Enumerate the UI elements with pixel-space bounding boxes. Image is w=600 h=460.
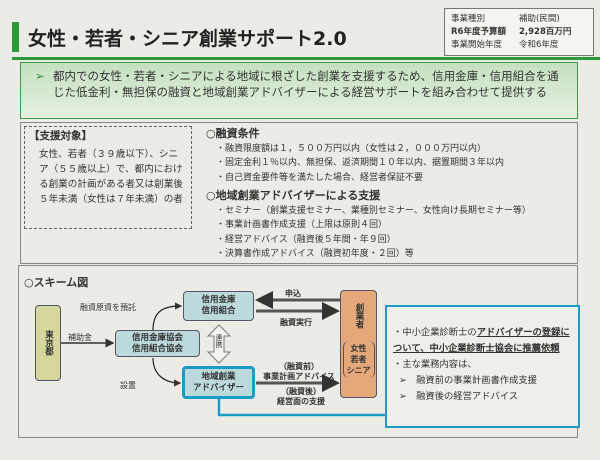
loan-item: ・自己資金要件等を満たした場合、経営者保証不要 [216, 172, 424, 183]
apply-label: 申込 [285, 289, 301, 298]
title-accent-bar [12, 22, 19, 52]
founder-sub-label: 女性 若者 シニア [342, 340, 375, 378]
scheme-heading: ○スキーム図 [24, 276, 89, 289]
before-loan-label: （融資前） 事業計画アドバイス [263, 362, 335, 381]
note-item: 融資前の事業計画書作成支援 [416, 375, 537, 386]
setup-arrow [152, 357, 182, 387]
header-divider [12, 57, 600, 60]
page-title: 女性・若者・シニア創業サポート2.0 [28, 28, 347, 50]
info-value: 補助(民間) [519, 14, 560, 24]
advisor-item: ・セミナー（創業支援セミナー、業種別セミナー、女性向け長期セミナー等） [216, 205, 531, 216]
info-key: 事業開始年度 [451, 40, 503, 50]
subsidy-label: 補助金 [68, 333, 92, 342]
adviser-box: 地域創業 アドバイザー [182, 366, 255, 399]
details-panel: 【支援対象】 女性、若者（３９歳以下）、シニア（５５歳以上）で、都内における創業… [20, 122, 578, 264]
cooperation-label: 連携 [215, 334, 223, 348]
arrow-bullet-icon: ➢ [399, 391, 417, 402]
deposit-label: 融資原資を預託 [80, 303, 136, 312]
note-bold: アドバイザーの登録について、中小企業診断士協会に推薦依頼 [393, 327, 570, 354]
after-loan-label: （融資後） 経営面の支援 [277, 387, 325, 406]
summary-box: ➢ 都内での女性・若者・シニアによる地域に根ざした創業を支援するため、信用金庫・… [20, 62, 578, 119]
arrow-bullet-icon: ➢ [399, 375, 417, 386]
info-key: R6年度予算額 [451, 27, 506, 37]
info-value: 2,928百万円 [519, 27, 572, 37]
loan-exec-label: 融資実行 [280, 318, 312, 327]
target-heading: 【支援対象】 [29, 130, 92, 142]
adviser-link-line [217, 399, 386, 417]
deposit-arrow [152, 302, 183, 331]
note-line2: 主な業務内容は、 [402, 359, 477, 370]
arrow-bullet-icon: ➢ [35, 69, 45, 83]
info-key: 事業種別 [451, 14, 486, 24]
bank-box: 信用金庫 信用組合 [183, 291, 254, 321]
advisor-item: ・事業計画書作成支援（上限は原則４回） [216, 220, 388, 230]
note-item: 融資後の経営アドバイス [416, 391, 519, 402]
loan-item: ・固定金利１％以内、無担保、返済期間１０年以内、据置期間３年以内 [216, 158, 505, 168]
cooperation-arrow [206, 324, 232, 364]
support-target-box: 【支援対象】 女性、若者（３９歳以下）、シニア（５５歳以上）で、都内における創業… [24, 126, 192, 229]
setup-label: 設置 [120, 381, 136, 390]
advisor-item: ・決算書作成アドバイス（融資初年度・２回）等 [216, 249, 414, 259]
founder-box: 創業者 女性 若者 シニア [340, 290, 377, 398]
info-value: 令和6年度 [519, 40, 559, 50]
advisor-item: ・経営アドバイス（融資後５年間・年９回） [216, 234, 396, 245]
tokyo-box: 東京都 [35, 305, 61, 381]
target-body: 女性、若者（３９歳以下）、シニア（５５歳以上）で、都内における創業の計画がある者… [39, 149, 183, 205]
info-box: 事業種別 補助(民間) R6年度予算額 2,928百万円 事業開始年度 令和6年度 [444, 8, 594, 56]
adviser-note-box: ・中小企業診断士のアドバイザーの登録について、中小企業診断士協会に推薦依頼 ・主… [385, 305, 580, 428]
conditions: ○融資条件 ・融資限度額は１，５００万円以内（女性は２，０００万円以内） ・固定… [206, 127, 576, 262]
summary-text: 都内での女性・若者・シニアによる地域に根ざした創業を支援するため、信用金庫・信用… [53, 69, 559, 99]
loan-heading: ○融資条件 [206, 127, 260, 140]
loan-item: ・融資限度額は１，５００万円以内（女性は２，０００万円以内） [216, 143, 487, 154]
association-box: 信用金庫協会 信用組合協会 [115, 330, 200, 357]
advisor-heading: ○地域創業アドバイザーによる支援 [206, 189, 381, 202]
founder-label: 創業者 [354, 303, 364, 329]
note-plain: 中小企業診断士の [402, 327, 477, 338]
